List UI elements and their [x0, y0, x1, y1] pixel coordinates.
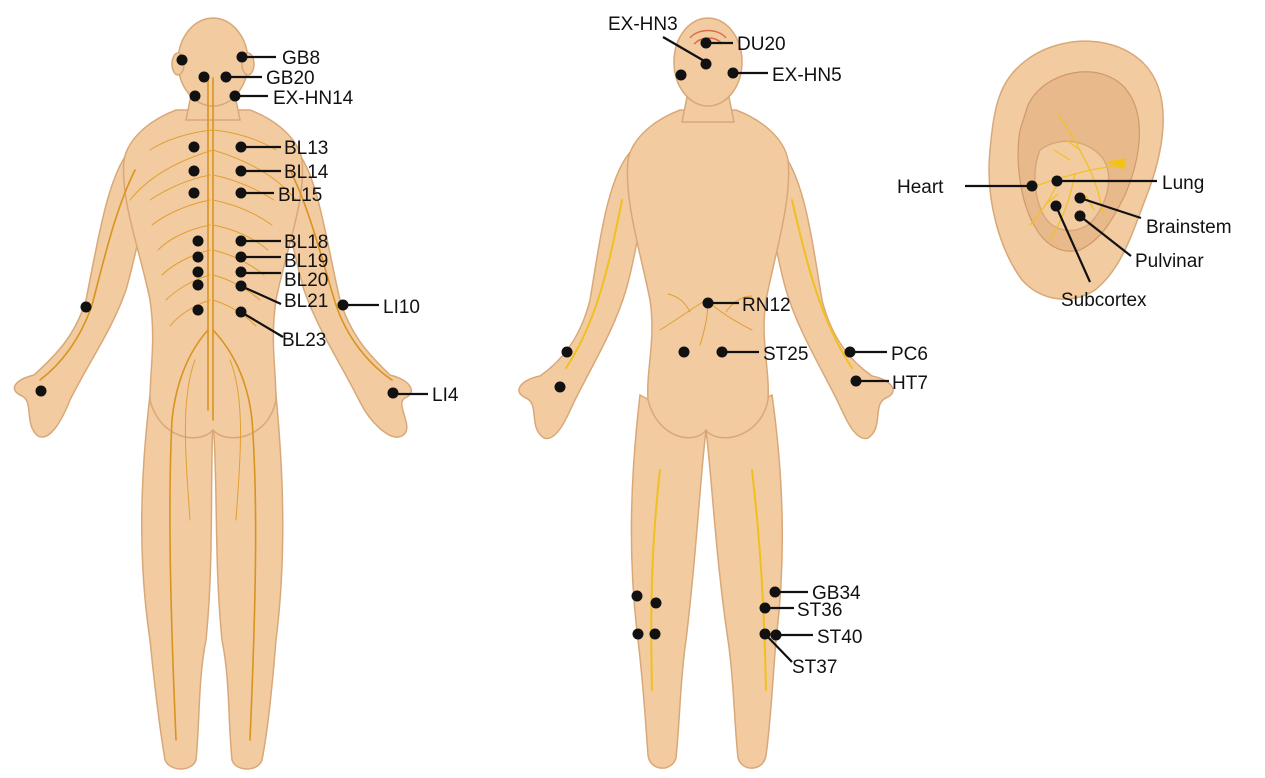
back-left-leg [142, 395, 213, 769]
back-marker [193, 236, 204, 247]
back-marker [236, 252, 247, 263]
back-marker [236, 236, 247, 247]
label-pc6: PC6 [891, 344, 928, 365]
label-pulvinar: Pulvinar [1135, 251, 1204, 272]
front-marker [651, 598, 662, 609]
back-marker [81, 302, 92, 313]
label-lung: Lung [1162, 173, 1204, 194]
back-marker [236, 307, 247, 318]
back-marker [237, 52, 248, 63]
label-ex-hn14: EX-HN14 [273, 88, 354, 109]
front-marker [770, 587, 781, 598]
front-right-leg [706, 395, 782, 768]
label-gb8: GB8 [282, 48, 320, 69]
label-bl21: BL21 [284, 291, 328, 312]
front-marker [701, 38, 712, 49]
ear-marker [1052, 176, 1063, 187]
front-marker [562, 347, 573, 358]
back-marker [236, 166, 247, 177]
back-marker [221, 72, 232, 83]
label-st37: ST37 [792, 657, 837, 678]
front-marker [555, 382, 566, 393]
label-du20: DU20 [737, 34, 786, 55]
back-marker [193, 305, 204, 316]
front-marker [632, 591, 643, 602]
front-marker [845, 347, 856, 358]
label-ex-hn5: EX-HN5 [772, 65, 842, 86]
back-marker [230, 91, 241, 102]
label-bl14: BL14 [284, 162, 329, 183]
front-left-leg [631, 395, 706, 768]
front-marker [717, 347, 728, 358]
front-marker [703, 298, 714, 309]
label-brainstem: Brainstem [1146, 217, 1232, 238]
front-marker [771, 630, 782, 641]
back-marker [338, 300, 349, 311]
label-subcortex: Subcortex [1061, 290, 1147, 311]
front-torso [627, 110, 788, 438]
back-marker [388, 388, 399, 399]
front-view-figure [519, 18, 893, 768]
back-marker [189, 142, 200, 153]
back-marker [199, 72, 210, 83]
label-bl18: BL18 [284, 232, 328, 253]
back-marker [36, 386, 47, 397]
back-view-figure [14, 18, 411, 769]
front-marker [760, 603, 771, 614]
front-left-arm [519, 150, 646, 438]
label-bl23: BL23 [282, 330, 326, 351]
back-marker [236, 188, 247, 199]
front-marker [633, 629, 644, 640]
front-marker [728, 68, 739, 79]
label-ht7: HT7 [892, 373, 928, 394]
label-bl20: BL20 [284, 270, 328, 291]
back-marker [193, 252, 204, 263]
label-ex-hn3: EX-HN3 [608, 14, 678, 35]
front-marker [650, 629, 661, 640]
label-bl13: BL13 [284, 138, 328, 159]
front-marker [701, 59, 712, 70]
ear-marker [1075, 193, 1086, 204]
label-st40: ST40 [817, 627, 862, 648]
back-marker [193, 280, 204, 291]
back-marker [190, 91, 201, 102]
front-marker [851, 376, 862, 387]
back-marker [193, 267, 204, 278]
label-heart: Heart [897, 177, 944, 198]
ear-marker [1051, 201, 1062, 212]
back-marker [236, 281, 247, 292]
label-gb20: GB20 [266, 68, 315, 89]
label-li10: LI10 [383, 297, 420, 318]
label-rn12: RN12 [742, 295, 791, 316]
back-marker [177, 55, 188, 66]
back-marker [189, 166, 200, 177]
label-li4: LI4 [432, 385, 459, 406]
front-marker [676, 70, 687, 81]
front-marker [760, 629, 771, 640]
label-bl19: BL19 [284, 251, 328, 272]
back-marker [236, 267, 247, 278]
back-marker [236, 142, 247, 153]
label-st36: ST36 [797, 600, 842, 621]
front-marker [679, 347, 690, 358]
label-bl15: BL15 [278, 185, 322, 206]
back-marker [189, 188, 200, 199]
ear-marker [1075, 211, 1086, 222]
label-st25: ST25 [763, 344, 808, 365]
back-right-leg [213, 395, 283, 769]
ear-marker [1027, 181, 1038, 192]
